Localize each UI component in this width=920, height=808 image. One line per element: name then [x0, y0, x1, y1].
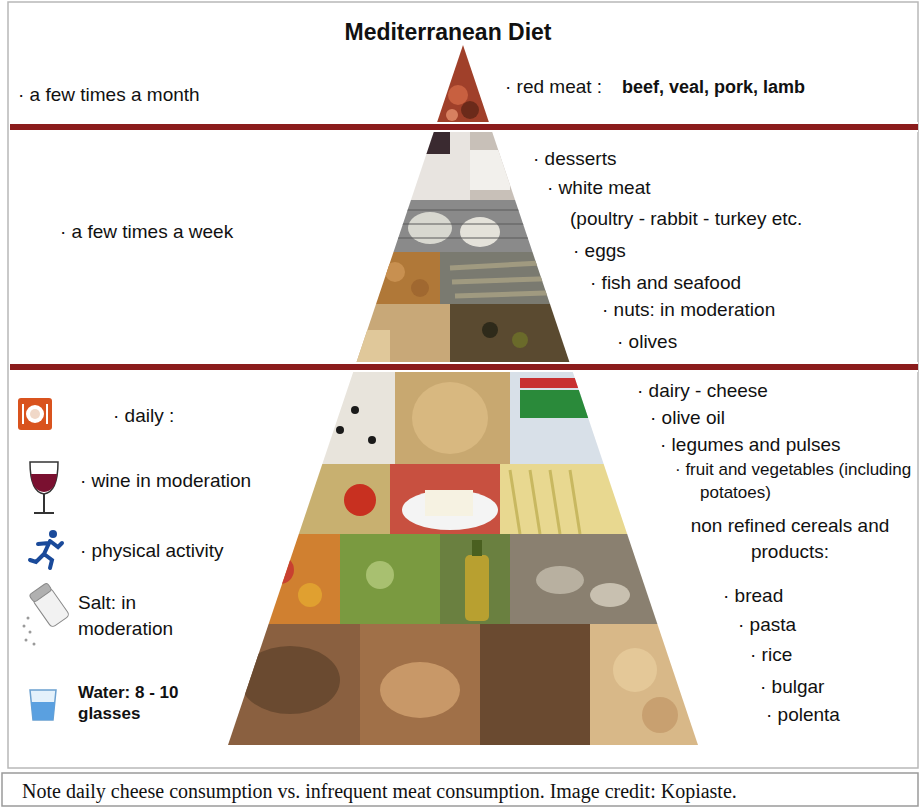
frequency-label-slot: · a few times a month [18, 82, 200, 108]
food-label: · white meat [547, 175, 650, 201]
food-label-slot: · legumes and pulses [660, 432, 841, 458]
food-label: · polenta [766, 702, 840, 728]
food-label-slot: · desserts [533, 146, 616, 172]
water-glass-icon [30, 690, 56, 720]
frequency-label-slot: · daily : [113, 403, 174, 429]
food-label: non refined cereals and products: [690, 513, 890, 564]
food-label: · dairy - cheese [637, 378, 768, 404]
food-label: · fish and seafood [590, 270, 741, 296]
food-label-slot: · fish and seafood [590, 270, 741, 296]
food-label: beef, veal, pork, lamb [622, 75, 805, 99]
food-label-slot: · dairy - cheese [637, 378, 768, 404]
figure-caption-slot: Note daily cheese consumption vs. infreq… [22, 778, 737, 805]
diagram-title-slot: Mediterranean Diet [278, 17, 618, 48]
food-label-slot: beef, veal, pork, lamb [622, 75, 805, 99]
food-label-slot: · eggs [573, 238, 626, 264]
food-label-slot: · fruit and vegetables (including potato… [675, 459, 907, 505]
food-label-slot: · polenta [766, 702, 840, 728]
figure-caption: Note daily cheese consumption vs. infreq… [22, 778, 737, 805]
food-label: · fruit and vegetables (including potato… [675, 459, 920, 505]
food-label: (poultry - rabbit - turkey etc. [570, 206, 802, 232]
food-label: · legumes and pulses [660, 432, 841, 458]
plate-icon [18, 398, 52, 430]
food-label-slot: · olives [617, 329, 677, 355]
lifestyle-label-slot: · physical activity [80, 538, 224, 564]
lifestyle-label-slot: · wine in moderation [80, 468, 251, 494]
lifestyle-label: · physical activity [80, 538, 224, 564]
food-label-slot: · pasta [738, 612, 796, 638]
salt-shaker-icon [23, 583, 70, 646]
food-label: · nuts: in moderation [602, 297, 775, 323]
food-label-slot: · nuts: in moderation [602, 297, 775, 323]
food-label-slot: · bread [723, 583, 783, 609]
food-label: · desserts [533, 146, 616, 172]
food-label-slot: · bulgar [760, 674, 824, 700]
frequency-label-slot: · a few times a week [60, 219, 233, 245]
food-label: · pasta [738, 612, 796, 638]
food-label-slot: · red meat : [505, 74, 602, 100]
food-label: · rice [750, 642, 792, 668]
food-label: · olives [617, 329, 677, 355]
frequency-label: · a few times a week [60, 219, 233, 245]
food-label: · bulgar [760, 674, 824, 700]
food-label-slot: (poultry - rabbit - turkey etc. [570, 206, 802, 232]
food-label-slot: · olive oil [650, 405, 725, 431]
lifestyle-label-slot: Salt: in moderation [78, 590, 218, 641]
lifestyle-label: Water: 8 - 10 glasses [78, 682, 208, 725]
runner-icon [30, 530, 62, 568]
photo-collage [220, 40, 710, 750]
lifestyle-label: · wine in moderation [80, 468, 251, 494]
figure-frame [8, 2, 918, 768]
food-label: · eggs [573, 238, 626, 264]
lifestyle-label: Salt: in moderation [78, 590, 218, 641]
food-label: · olive oil [650, 405, 725, 431]
frequency-label: · daily : [113, 403, 174, 429]
band-separator [10, 364, 918, 370]
frequency-label: · a few times a month [18, 82, 200, 108]
food-label: · red meat : [505, 74, 602, 100]
food-label-slot: · white meat [547, 175, 650, 201]
wine-glass-icon [30, 462, 58, 513]
band-separator [10, 124, 918, 130]
caption-frame [2, 773, 918, 806]
food-label: · bread [723, 583, 783, 609]
food-label-slot: · rice [750, 642, 792, 668]
lifestyle-label-slot: Water: 8 - 10 glasses [78, 682, 208, 725]
diagram-title: Mediterranean Diet [278, 17, 618, 48]
food-label-slot: non refined cereals and products: [690, 513, 890, 564]
